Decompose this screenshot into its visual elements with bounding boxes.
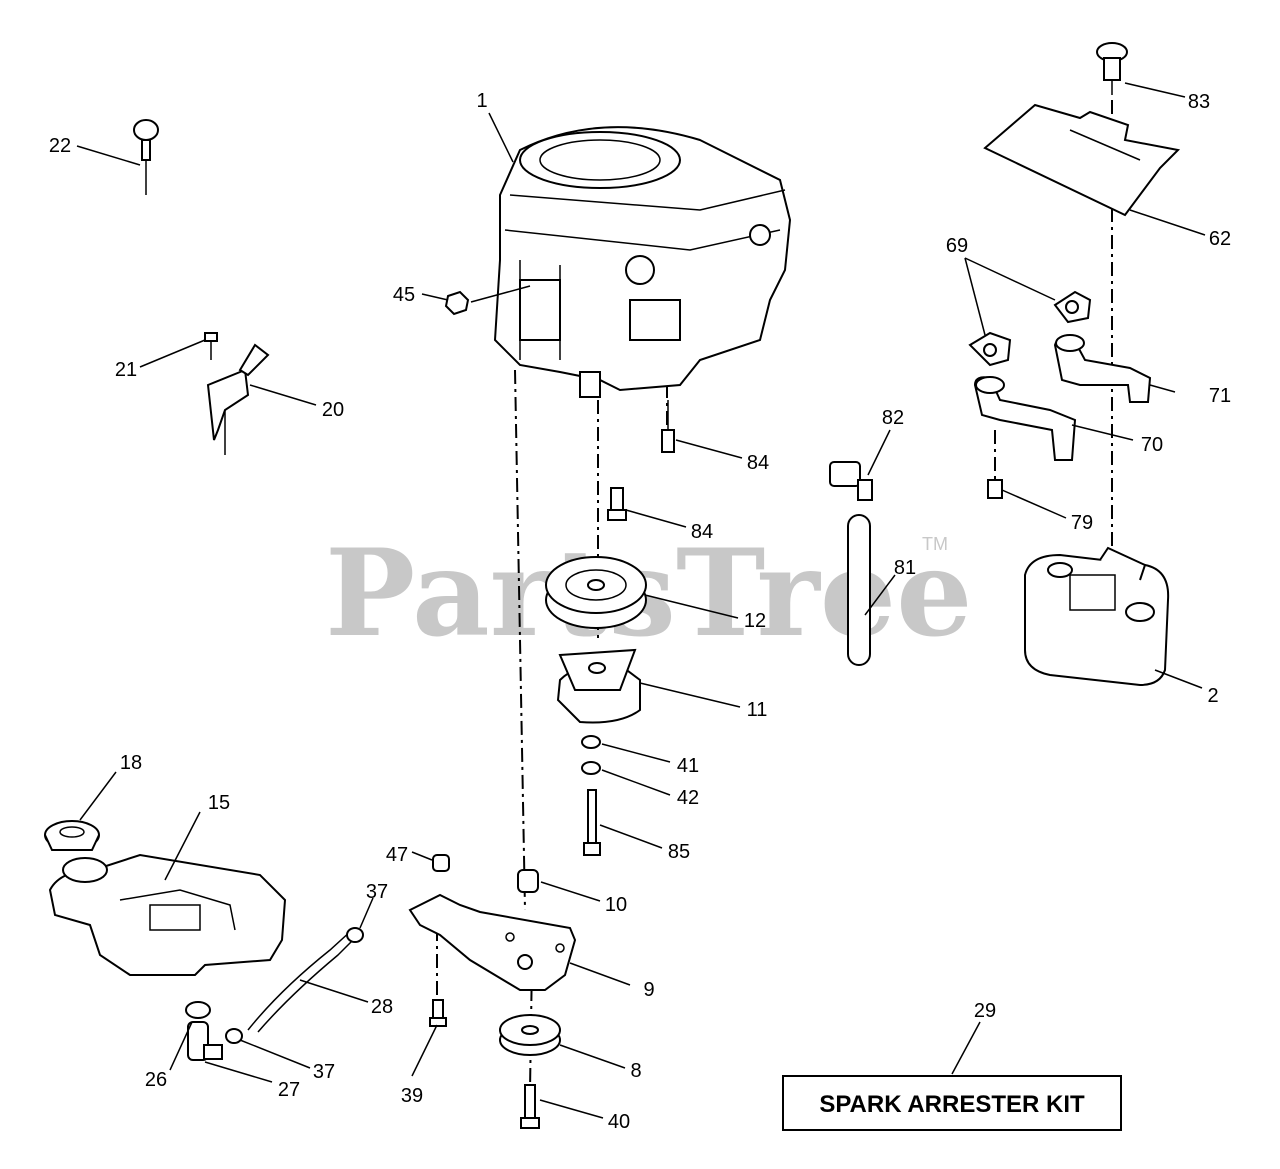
- callouts: 1 2 8 9 10 11 12 15 18 20 21 22 26 27 28…: [49, 90, 1231, 1133]
- bracket-part-9: [408, 893, 577, 991]
- gasket-part-69-b: [1053, 290, 1092, 324]
- callout-84-upper: 84: [747, 452, 769, 474]
- idler-pulley-part-8: [499, 1014, 561, 1056]
- tube-part-81: [847, 514, 871, 666]
- spark-arrester-kit-box: SPARK ARRESTER KIT: [782, 1075, 1122, 1131]
- bolt-part-84-upper: [661, 400, 675, 453]
- callout-9: 9: [643, 979, 654, 1001]
- spacer-part-10: [517, 869, 539, 893]
- callout-26: 26: [145, 1069, 167, 1091]
- dipstick-part-22: [133, 119, 159, 195]
- nut-part-45: [444, 290, 470, 316]
- muffler-part-2: [1024, 546, 1170, 687]
- engine-part-1: [493, 126, 792, 398]
- callout-18: 18: [120, 752, 142, 774]
- spacer-part-47: [432, 854, 450, 872]
- bolt-part-40: [520, 1084, 540, 1129]
- crankshaft-axis-line: [514, 369, 526, 911]
- shield-part-62: [983, 103, 1181, 217]
- callout-70: 70: [1141, 434, 1163, 456]
- callout-83: 83: [1188, 91, 1210, 113]
- callout-62: 62: [1209, 228, 1231, 250]
- pipe-part-71: [1053, 334, 1152, 403]
- clamp-part-37-upper: [346, 927, 364, 943]
- callout-2: 2: [1207, 685, 1218, 707]
- screw-part-21: [204, 332, 218, 360]
- callout-69: 69: [946, 235, 968, 257]
- callout-8: 8: [630, 1060, 641, 1082]
- callout-12: 12: [744, 610, 766, 632]
- bolt-part-79: [987, 479, 1003, 499]
- watermark-text: PartsTree: [325, 523, 972, 664]
- callout-28: 28: [371, 996, 393, 1018]
- throttle-part-20: [206, 343, 270, 455]
- callout-81: 81: [894, 557, 916, 579]
- callout-47: 47: [386, 844, 408, 866]
- callout-15: 15: [208, 792, 230, 814]
- fuel-cap-part-18: [44, 820, 100, 851]
- gasket-part-69-a: [968, 331, 1012, 367]
- callout-11: 11: [747, 699, 768, 721]
- clutch-part-11: [556, 648, 641, 724]
- callout-37-upper: 37: [366, 881, 388, 903]
- spark-arrester-kit-label: SPARK ARRESTER KIT: [819, 1091, 1085, 1118]
- bolt-part-39: [429, 999, 447, 1027]
- callout-22: 22: [49, 135, 71, 157]
- watermark: PartsTree TM: [325, 523, 972, 664]
- callout-40: 40: [608, 1111, 630, 1133]
- bolt-part-84-lower: [607, 487, 627, 521]
- callout-37-lower: 37: [313, 1061, 335, 1083]
- washer-part-42: [581, 761, 601, 775]
- callout-10: 10: [605, 894, 627, 916]
- watermark-trademark: TM: [922, 534, 948, 554]
- fitting-part-82: [829, 461, 873, 501]
- callout-85: 85: [668, 841, 690, 863]
- callout-71: 71: [1209, 385, 1231, 407]
- callout-21: 21: [115, 359, 137, 381]
- fuel-line-part-28: [247, 929, 359, 1033]
- clamp-part-37-lower: [225, 1028, 243, 1044]
- callout-79: 79: [1071, 512, 1093, 534]
- pulley-part-12: [545, 556, 647, 629]
- fuel-valve-part-27: [187, 1021, 223, 1061]
- callout-41: 41: [677, 755, 699, 777]
- washer-part-41: [581, 735, 601, 749]
- callout-27: 27: [278, 1079, 300, 1101]
- callout-29: 29: [974, 1000, 996, 1022]
- callout-82: 82: [882, 407, 904, 429]
- callout-42: 42: [677, 787, 699, 809]
- callout-20: 20: [322, 399, 344, 421]
- bolt-part-85: [583, 789, 601, 856]
- grommet-part-26: [185, 1001, 211, 1019]
- knob-part-83: [1096, 42, 1128, 95]
- callout-1: 1: [476, 90, 487, 112]
- leader-lines: [76, 82, 1206, 1119]
- pipe-part-70: [973, 376, 1077, 461]
- callout-84-lower: 84: [691, 521, 713, 543]
- fuel-tank-part-15: [48, 853, 287, 976]
- callout-39: 39: [401, 1085, 423, 1107]
- callout-45: 45: [393, 284, 415, 306]
